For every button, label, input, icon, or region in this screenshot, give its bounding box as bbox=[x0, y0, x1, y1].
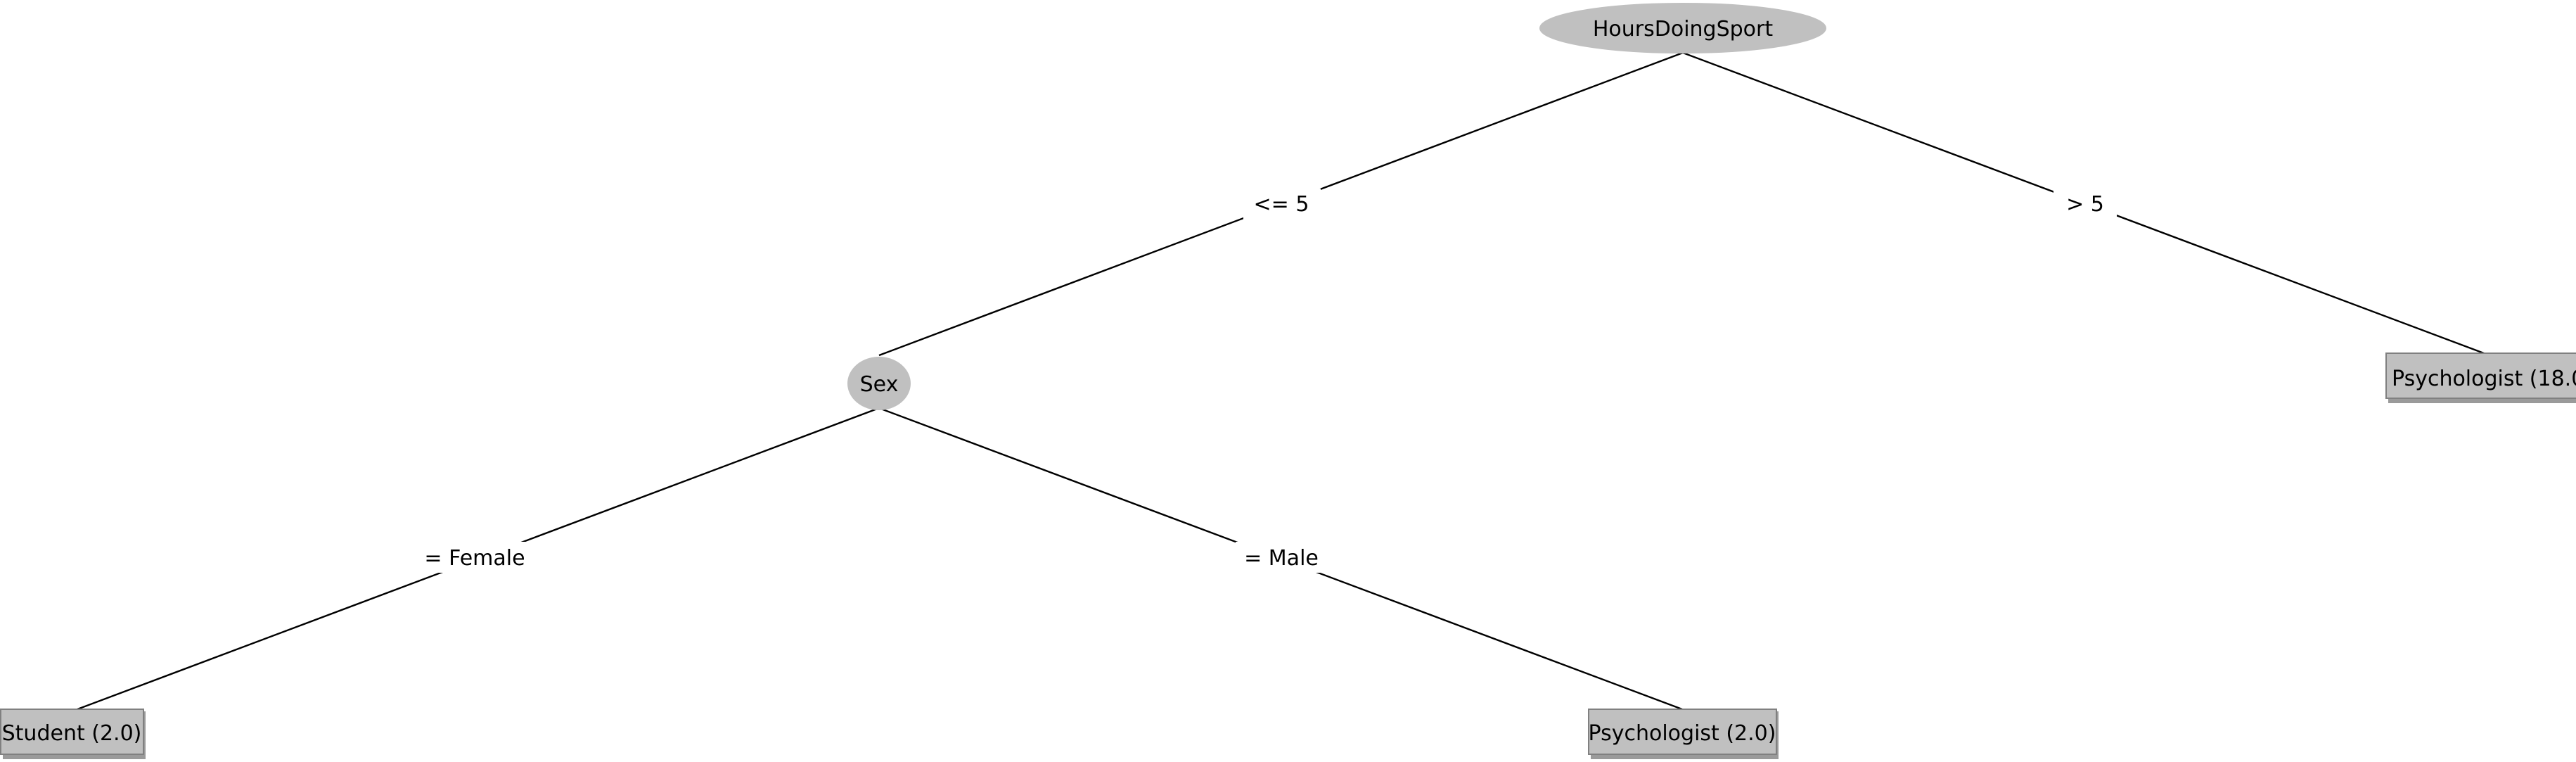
svg-text:Sex: Sex bbox=[860, 372, 899, 397]
node-sex: Sex bbox=[847, 357, 911, 410]
svg-text:Psychologist (18.0): Psychologist (18.0) bbox=[2392, 367, 2576, 391]
leaf-psychologist-2: Psychologist (2.0) bbox=[1588, 709, 1779, 759]
svg-text:<= 5: <= 5 bbox=[1254, 192, 1309, 217]
svg-text:HoursDoingSport: HoursDoingSport bbox=[1593, 17, 1774, 42]
root-node-hoursdoingsport: HoursDoingSport bbox=[1539, 3, 1826, 53]
svg-text:= Female: = Female bbox=[424, 546, 525, 571]
edge-label-le5: <= 5 bbox=[1243, 189, 1321, 220]
svg-text:> 5: > 5 bbox=[2066, 192, 2104, 217]
svg-text:Student (2.0): Student (2.0) bbox=[2, 721, 142, 746]
edge-label-female: = Female bbox=[415, 542, 534, 573]
edge-label-male: = Male bbox=[1236, 542, 1327, 573]
leaf-psychologist-18: Psychologist (18.0) bbox=[2385, 353, 2576, 403]
edge-label-gt5: > 5 bbox=[2053, 189, 2117, 220]
svg-text:= Male: = Male bbox=[1244, 546, 1319, 571]
svg-text:Psychologist (2.0): Psychologist (2.0) bbox=[1589, 721, 1776, 746]
leaf-student-2: Student (2.0) bbox=[0, 709, 146, 759]
